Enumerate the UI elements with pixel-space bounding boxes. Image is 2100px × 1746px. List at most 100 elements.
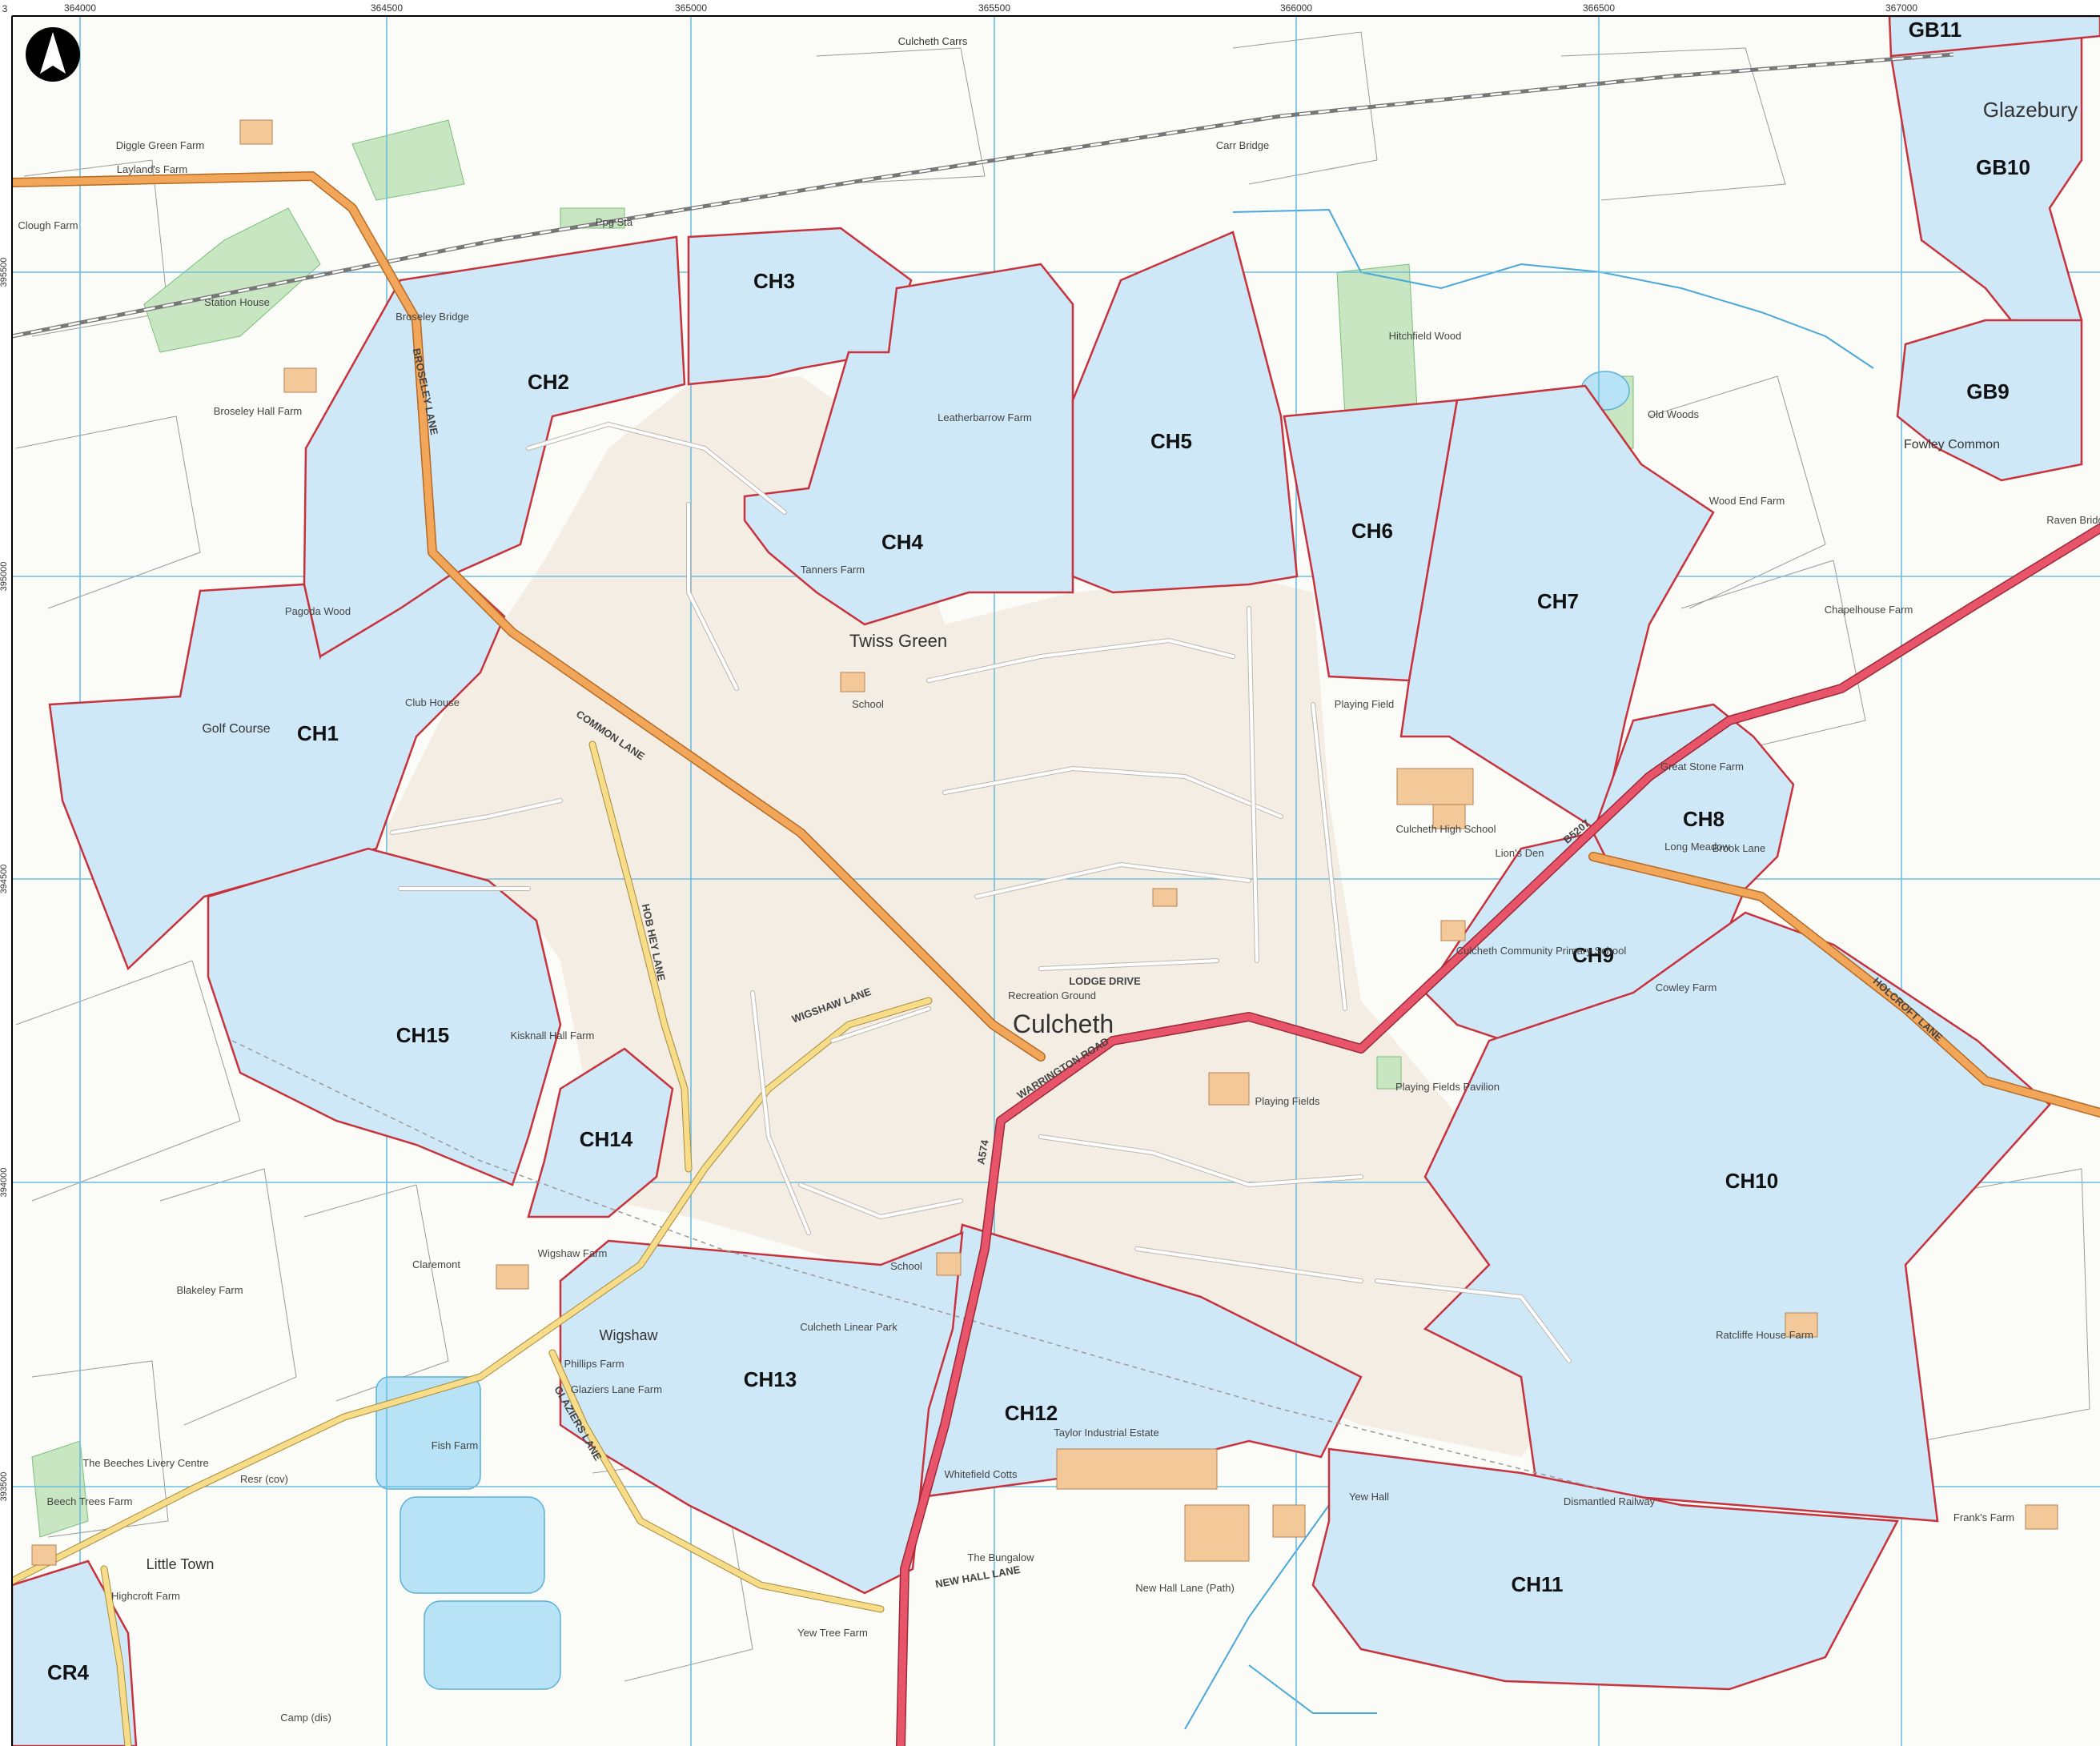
- label-ch2: CH2: [528, 370, 569, 394]
- label-resr: Resr (cov): [240, 1473, 288, 1485]
- label-ch15: CH15: [396, 1023, 449, 1047]
- grid-northing-394000: 394000: [0, 1168, 9, 1198]
- label-ch9: CH9: [1572, 943, 1614, 967]
- label-lions-den: Lion's Den: [1495, 847, 1544, 859]
- grid-easting-366500: 366500: [1583, 2, 1615, 14]
- grid-easting-365500: 365500: [978, 2, 1010, 14]
- label-old-woods: Old Woods: [1648, 408, 1700, 420]
- label-glaziers-lane-farm: Glaziers Lane Farm: [571, 1383, 662, 1395]
- b-roads: [7, 171, 2100, 1118]
- label-ppg-sta: Ppg Sta: [596, 216, 633, 228]
- label-ch7: CH7: [1537, 589, 1579, 613]
- water-features: [375, 208, 1874, 1730]
- grid-easting-364500: 364500: [371, 2, 403, 14]
- grid-northing-393500: 393500: [0, 1472, 9, 1502]
- parcel-ch6[interactable]: [1283, 399, 1459, 682]
- label-raven-bridge: Raven Bridg: [2046, 514, 2100, 526]
- grid-label-strip-left: [0, 16, 12, 1746]
- grid-northing-394500: 394500: [0, 865, 9, 894]
- label-gb10: GB10: [1976, 155, 2030, 179]
- railways: [11, 52, 1954, 1490]
- parcel-ch11[interactable]: [1311, 1447, 1899, 1691]
- grid-northing-395500: 395500: [0, 258, 9, 287]
- label-hitchfield-wood: Hitchfield Wood: [1389, 330, 1462, 342]
- residential-streets: [390, 421, 1572, 1363]
- grid-easting-366000: 366000: [1280, 2, 1312, 14]
- label-the-bungalow: The Bungalow: [967, 1551, 1034, 1563]
- label-broseley-hall-farm: Broseley Hall Farm: [214, 405, 303, 417]
- label-recreation-ground: Recreation Ground: [1008, 989, 1096, 1001]
- grid-easting-367000: 367000: [1885, 2, 1917, 14]
- label-taylor-industrial: Taylor Industrial Estate: [1054, 1427, 1159, 1439]
- grid-label-strip: [0, 0, 2100, 16]
- label-the-beeches: The Beeches Livery Centre: [82, 1457, 209, 1469]
- parcel-ch15[interactable]: [207, 847, 562, 1186]
- grid-easting-364000: 364000: [64, 2, 96, 14]
- grid-corner-label: 3: [2, 3, 8, 14]
- a-roads: [896, 524, 2100, 1746]
- label-leatherbarrow-farm: Leatherbarrow Farm: [938, 411, 1032, 423]
- label-yew-hall: Yew Hall: [1349, 1491, 1389, 1503]
- label-blakeley-farm: Blakeley Farm: [176, 1284, 243, 1296]
- label-beech-trees-farm: Beech Trees Farm: [47, 1495, 133, 1507]
- label-culcheth-carrs: Culcheth Carrs: [898, 35, 968, 47]
- parcel-ch5[interactable]: [1071, 231, 1299, 594]
- label-primary-school: Culcheth Community Primary School: [1456, 945, 1627, 957]
- label-long-meadow: Long Meadow: [1664, 841, 1730, 853]
- label-clough-farm: Clough Farm: [18, 219, 78, 231]
- label-little-town: Little Town: [147, 1556, 215, 1572]
- label-pagoda-wood: Pagoda Wood: [285, 605, 351, 617]
- label-club-house: Club House: [405, 696, 460, 708]
- parcel-ch1[interactable]: [48, 563, 506, 971]
- label-ch4: CH4: [881, 530, 924, 554]
- parcel-ch14[interactable]: [527, 1047, 674, 1218]
- label-ch14: CH14: [580, 1127, 633, 1151]
- label-gb9: GB9: [1966, 379, 2009, 403]
- label-cr4: CR4: [47, 1660, 90, 1684]
- label-ch5: CH5: [1150, 429, 1192, 453]
- label-lodge-drive: LODGE DRIVE: [1069, 975, 1141, 987]
- place-labels: Culcheth Glazebury Twiss Green Little To…: [18, 35, 2100, 1724]
- label-great-stone-farm: Great Stone Farm: [1660, 761, 1744, 773]
- label-fish-farm: Fish Farm: [432, 1439, 479, 1451]
- buildings: [31, 119, 2058, 1566]
- label-school-south: School: [890, 1260, 922, 1272]
- label-broseley-bridge: Broseley Bridge: [396, 311, 469, 323]
- parcel-ch13[interactable]: [559, 1231, 964, 1595]
- label-playing-field: Playing Field: [1335, 698, 1394, 710]
- label-claremont: Claremont: [412, 1258, 460, 1270]
- label-a574: A574: [974, 1138, 990, 1166]
- label-highcroft-farm: Highcroft Farm: [111, 1590, 180, 1602]
- label-whitefield-cotts: Whitefield Cotts: [944, 1468, 1018, 1480]
- label-brook-lane: Brook Lane: [1713, 842, 1766, 854]
- label-twiss-green: Twiss Green: [849, 631, 947, 651]
- label-kisknall-hall-farm: Kisknall Hall Farm: [511, 1030, 595, 1042]
- label-wood-end-farm: Wood End Farm: [1709, 495, 1785, 507]
- label-dismantled-railway: Dismantled Railway: [1564, 1495, 1656, 1507]
- label-station-house: Station House: [204, 296, 270, 308]
- label-cowley-farm: Cowley Farm: [1656, 981, 1717, 993]
- label-playing-fields-pavilion: Playing Fields Pavilion: [1395, 1081, 1500, 1093]
- parcel-ch7[interactable]: [1399, 384, 1715, 835]
- parcel-ch2[interactable]: [303, 235, 686, 658]
- parcel-ch10[interactable]: [1423, 911, 2051, 1523]
- parcel-labels: CH1 CH2 CH3 CH4 CH5 CH6 CH7 CH8 CH9 CH10…: [47, 18, 2030, 1684]
- label-tanners-farm: Tanners Farm: [801, 564, 865, 576]
- grid-northing-395000: 395000: [0, 562, 9, 592]
- grid-tick-labels: 3 364000 364500 365000 365500 366000 366…: [0, 2, 1917, 1501]
- parcel-ch3[interactable]: [687, 227, 913, 386]
- assessment-parcels: [10, 14, 2100, 1746]
- label-ch3: CH3: [753, 269, 795, 293]
- label-ch1: CH1: [297, 721, 339, 745]
- parcel-gb9[interactable]: [1896, 319, 2083, 482]
- label-franks-farm: Frank's Farm: [1953, 1511, 2014, 1523]
- label-yew-tree-farm: Yew Tree Farm: [797, 1627, 868, 1639]
- grid-easting-365000: 365000: [675, 2, 707, 14]
- label-ch6: CH6: [1351, 519, 1393, 543]
- parcel-ch4[interactable]: [743, 263, 1074, 626]
- label-ch10: CH10: [1725, 1169, 1778, 1193]
- label-ch11: CH11: [1511, 1572, 1563, 1596]
- label-phillips-farm: Phillips Farm: [564, 1358, 624, 1370]
